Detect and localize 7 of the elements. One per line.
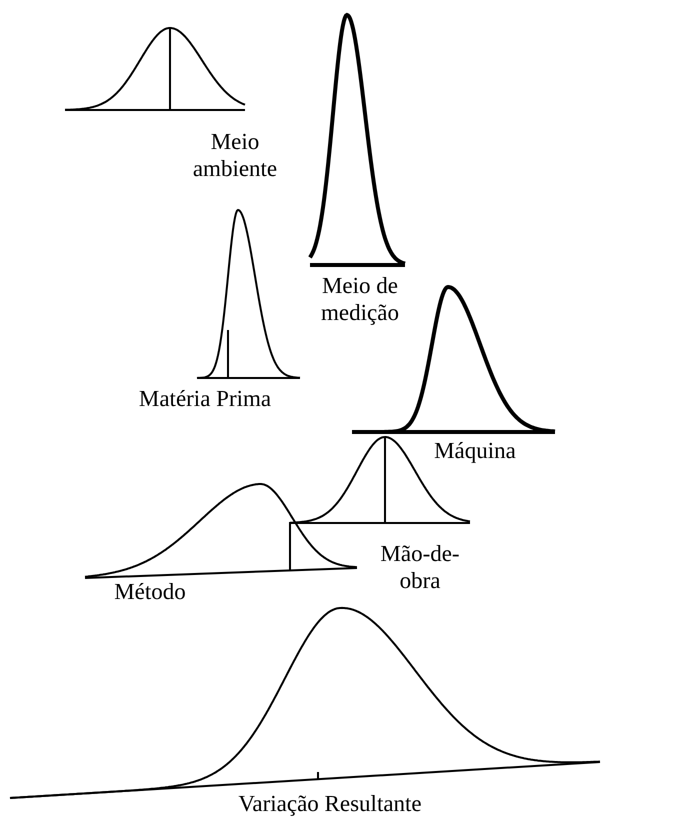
curve-label: Meio de medição <box>320 272 400 326</box>
curve-label: Variação Resultante <box>237 790 423 817</box>
curve-label: Matéria Prima <box>138 385 272 412</box>
curve-label: Máquina <box>433 437 517 464</box>
curve-label: Meio ambiente <box>192 128 278 182</box>
curve-label: Método <box>113 578 187 605</box>
curve-label: Mão-de-obra <box>379 540 461 594</box>
